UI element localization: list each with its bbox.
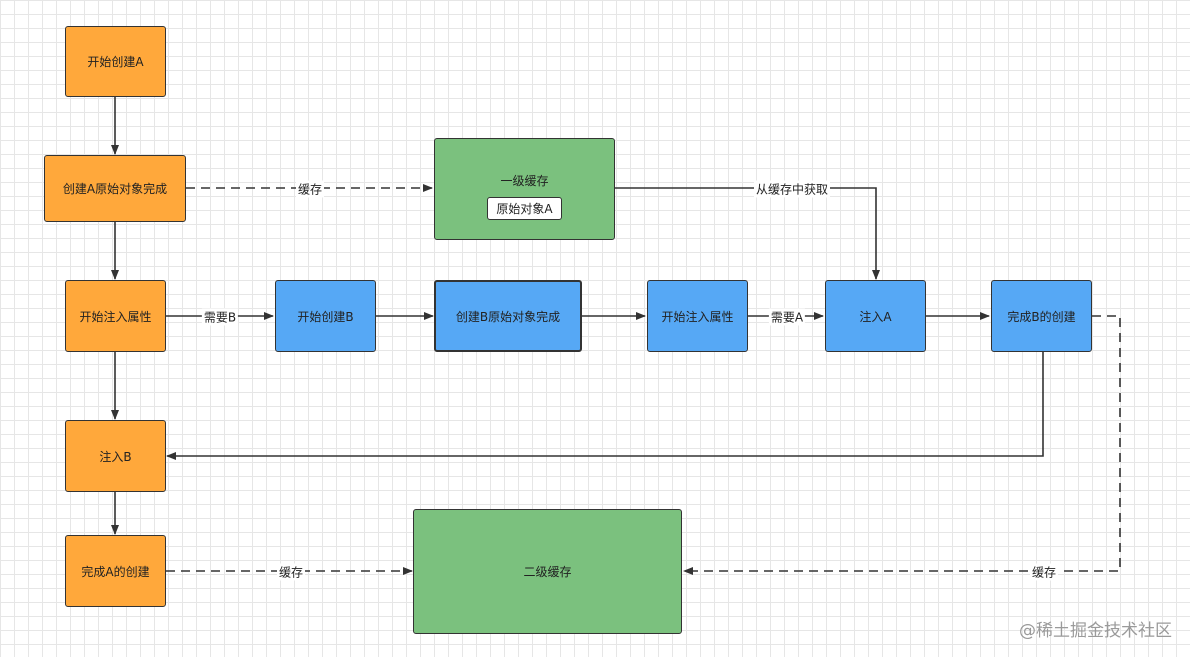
node-inject-props-a: 开始注入属性 — [65, 280, 166, 352]
node-inject-a-label: 注入A — [859, 309, 892, 324]
node-level1-cache: 一级缓存 原始对象A — [434, 138, 615, 240]
node-inject-a: 注入A — [825, 280, 926, 352]
node-finish-b: 完成B的创建 — [991, 280, 1092, 352]
edge-finish-b-to-inject-b — [166, 352, 1044, 460]
node-level2-cache-label: 二级缓存 — [523, 565, 572, 579]
edge-label-cache-bottom-right: 缓存 — [1029, 563, 1059, 581]
node-inject-props-a-label: 开始注入属性 — [79, 309, 152, 324]
edge-finish-b-to-level2-cache — [683, 315, 1121, 575]
node-create-a-raw-label: 创建A原始对象完成 — [62, 182, 168, 196]
edge-label-need-a: 需要A — [768, 308, 806, 326]
watermark: @稀土掘金技术社区 — [1019, 621, 1172, 641]
node-inject-b: 注入B — [65, 420, 166, 492]
edge-level1-cache-to-inject-a — [615, 187, 880, 280]
edge-label-get-from-cache: 从缓存中获取 — [753, 180, 831, 198]
node-level1-cache-item: 原始对象A — [487, 197, 562, 220]
node-create-b-raw-label: 创建B原始对象完成 — [455, 309, 561, 324]
node-inject-props-b: 开始注入属性 — [647, 280, 748, 352]
node-finish-b-label: 完成B的创建 — [1007, 309, 1076, 324]
node-start-b: 开始创建B — [275, 280, 376, 352]
node-inject-b-label: 注入B — [99, 449, 132, 464]
node-finish-a: 完成A的创建 — [65, 535, 166, 607]
node-create-a-raw: 创建A原始对象完成 — [44, 155, 186, 222]
edge-label-cache-bottom-left: 缓存 — [276, 563, 306, 581]
node-start-a-label: 开始创建A — [87, 55, 144, 69]
node-create-b-raw: 创建B原始对象完成 — [434, 280, 582, 352]
node-level1-cache-label: 一级缓存 — [500, 174, 549, 188]
node-inject-props-b-label: 开始注入属性 — [661, 309, 734, 324]
node-start-a: 开始创建A — [65, 26, 166, 97]
edge-label-cache-top: 缓存 — [295, 180, 325, 198]
edge-label-need-b: 需要B — [201, 308, 239, 326]
node-level2-cache: 二级缓存 — [413, 509, 682, 634]
node-finish-a-label: 完成A的创建 — [81, 564, 150, 579]
node-start-b-label: 开始创建B — [297, 309, 354, 324]
